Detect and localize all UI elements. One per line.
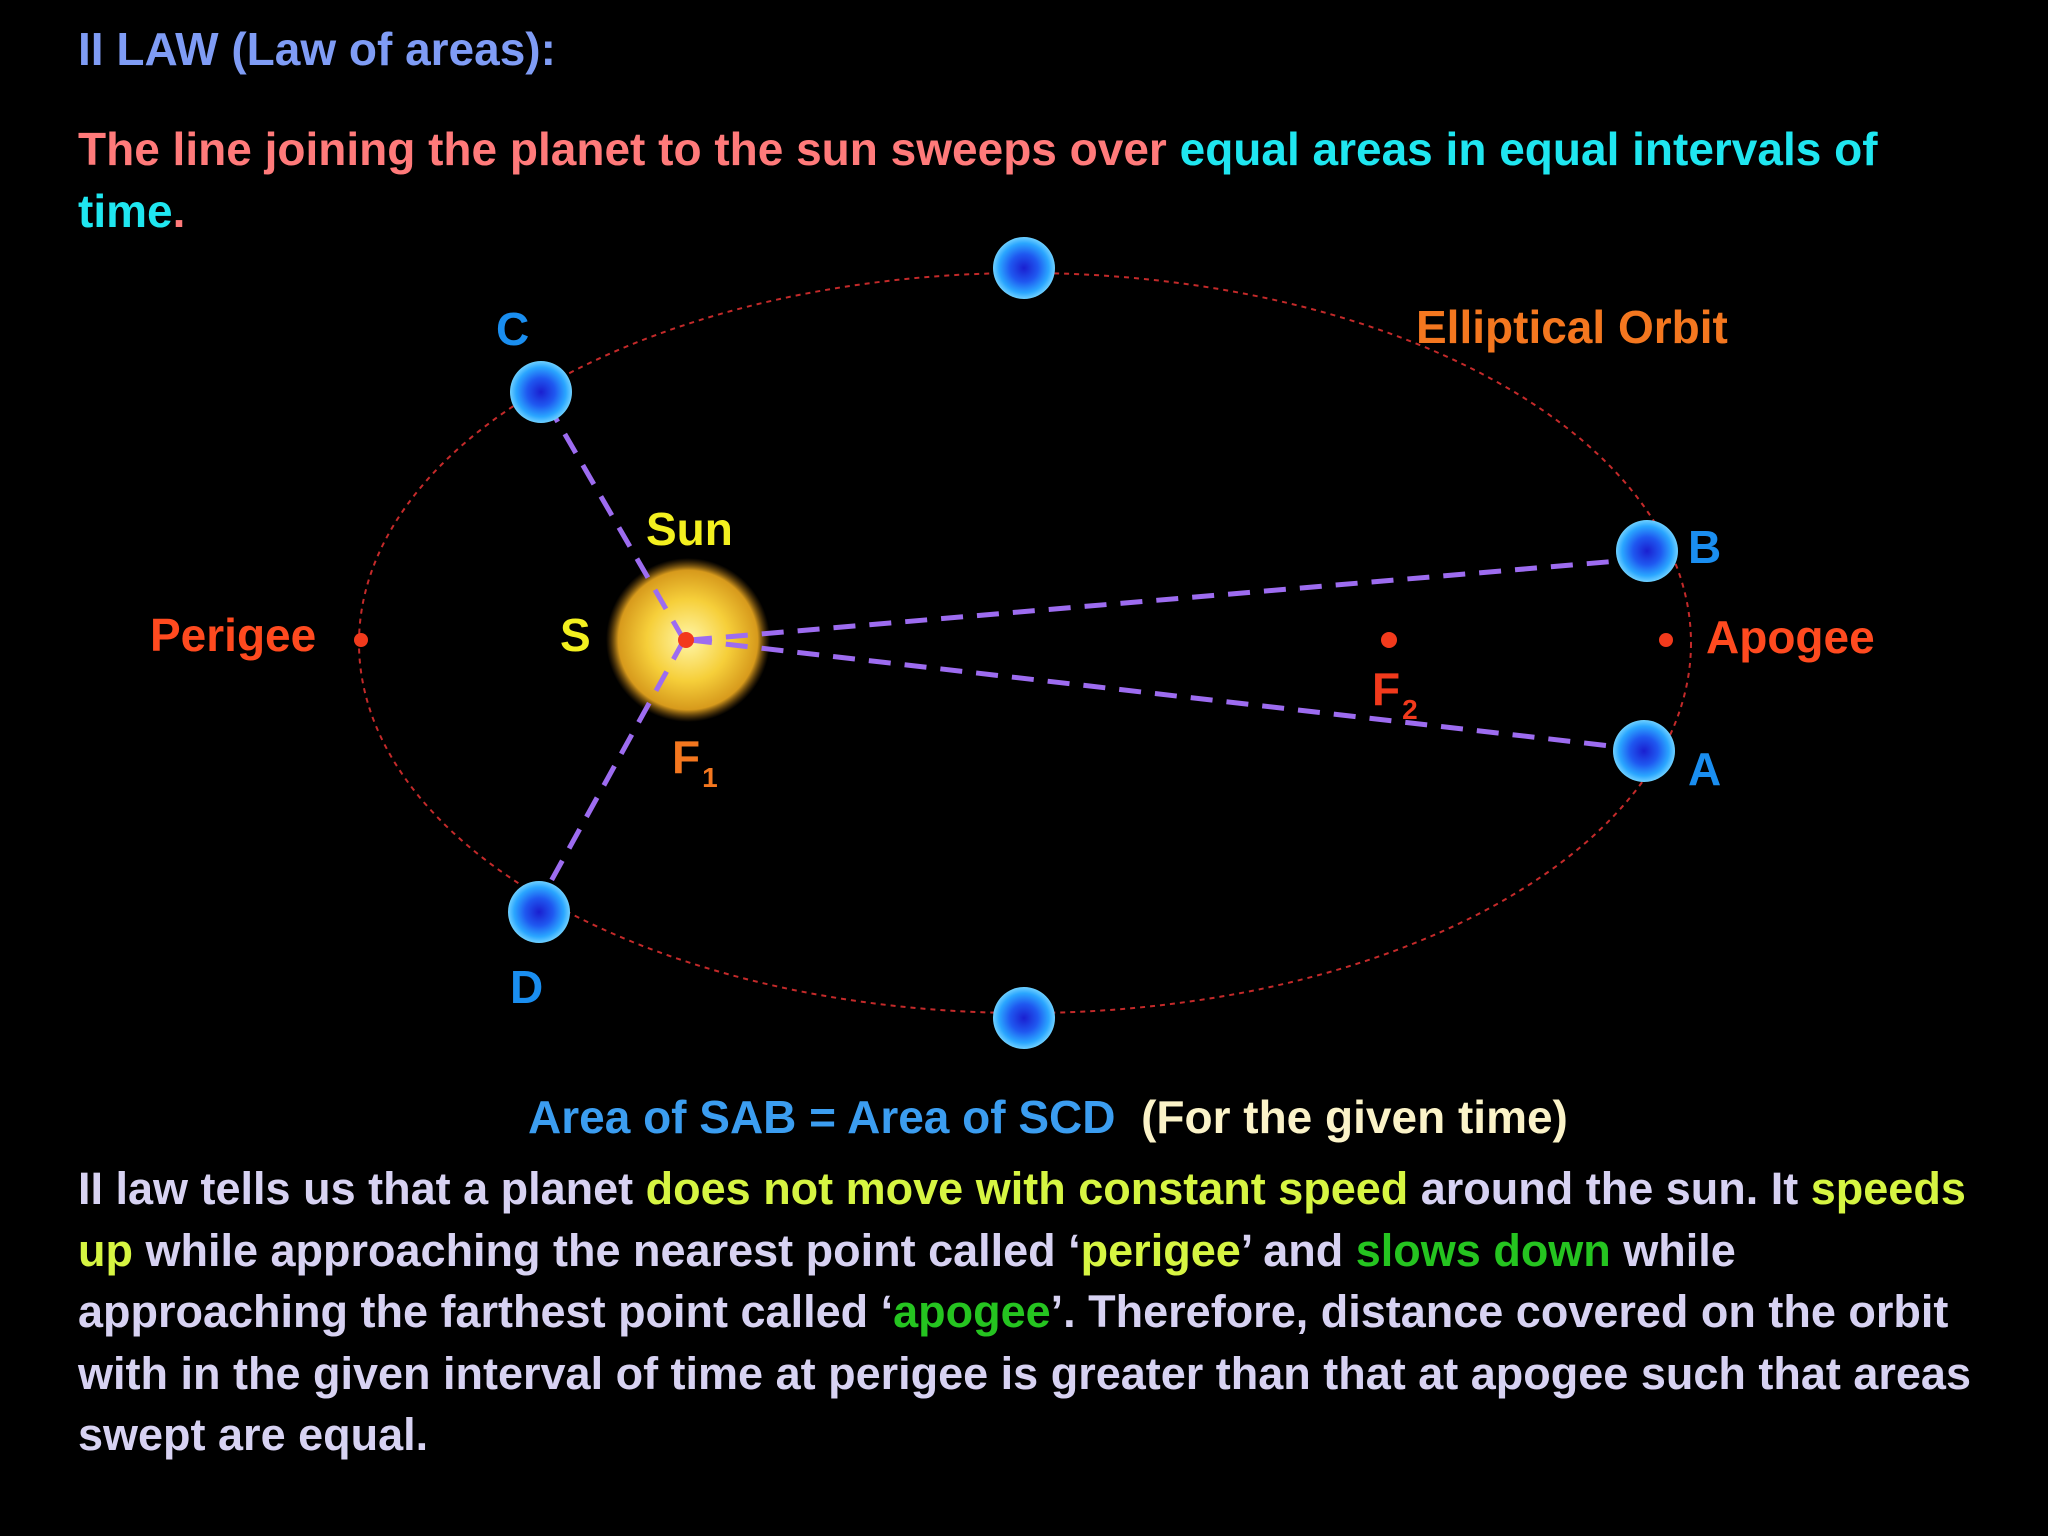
planet-c [510, 361, 572, 423]
explanation-text-5: while approaching the farthest point cal… [78, 1224, 1736, 1338]
point-label-c: C [496, 303, 530, 355]
highlight-constant-speed: does not move with constant speed [645, 1163, 1409, 1214]
planet-bottom [993, 987, 1055, 1049]
highlight-apogee: apogee [893, 1286, 1051, 1337]
radius-line-a [689, 637, 1629, 751]
f2-subscript: 2 [1402, 694, 1418, 725]
area-equation-note-space [1116, 1091, 1142, 1143]
apogee-label: Apogee [1706, 611, 1875, 663]
s-label: S [560, 609, 591, 661]
planet-d [508, 881, 570, 943]
point-label-a: A [1688, 743, 1722, 795]
statement-period: . [172, 185, 186, 237]
f1-subscript: 1 [702, 762, 718, 793]
orbit-label: Elliptical Orbit [1416, 301, 1728, 353]
planet-b [1616, 520, 1678, 582]
radius-line-d [547, 638, 687, 885]
point-label-b: B [1688, 521, 1722, 573]
focus-f1-dot [678, 632, 694, 648]
f2-main: F [1372, 663, 1401, 715]
law-statement: The line joining the planet to the sun s… [78, 118, 1978, 242]
explanation-text-4: ’ and [1240, 1224, 1356, 1276]
slide-title: II LAW (Law of areas): [78, 23, 556, 75]
area-equation: Area of SAB = Area of SCD (For the given… [528, 1090, 1568, 1144]
focus-f2-dot [1381, 632, 1397, 648]
radius-line-b [689, 557, 1631, 643]
highlight-perigee: perigee [1080, 1224, 1241, 1276]
f1-label: F1 [672, 730, 718, 793]
explanation-text-1: II law tells us that a planet [78, 1163, 646, 1214]
planet-top [993, 237, 1055, 299]
explanation-text-3: while approaching the nearest point call… [132, 1224, 1081, 1276]
explanation-paragraph: II law tells us that a planet does not m… [78, 1158, 1998, 1466]
highlight-speeds-up: speeds up [78, 1163, 1966, 1276]
radius-line-c [545, 403, 687, 642]
point-label-d: D [510, 961, 544, 1013]
highlight-slows-down: slows down [1355, 1224, 1611, 1276]
apogee-dot [1659, 633, 1673, 647]
planet-a [1613, 720, 1675, 782]
sun-label: Sun [646, 503, 733, 555]
perigee-dot [354, 633, 368, 647]
f2-label: F2 [1372, 662, 1418, 725]
area-equation-note: (For the given time) [1141, 1091, 1568, 1143]
f1-main: F [672, 731, 701, 783]
explanation-text-6: ’. Therefore, distance covered on the or… [78, 1286, 1971, 1460]
perigee-label: Perigee [150, 609, 317, 661]
explanation-text-2: around the sun. It [1408, 1163, 1811, 1214]
statement-highlight: equal areas in equal intervals of time [78, 123, 1878, 237]
statement-text: The line joining the planet to the sun s… [78, 123, 1180, 175]
area-equation-main: Area of SAB = Area of SCD [528, 1091, 1116, 1143]
